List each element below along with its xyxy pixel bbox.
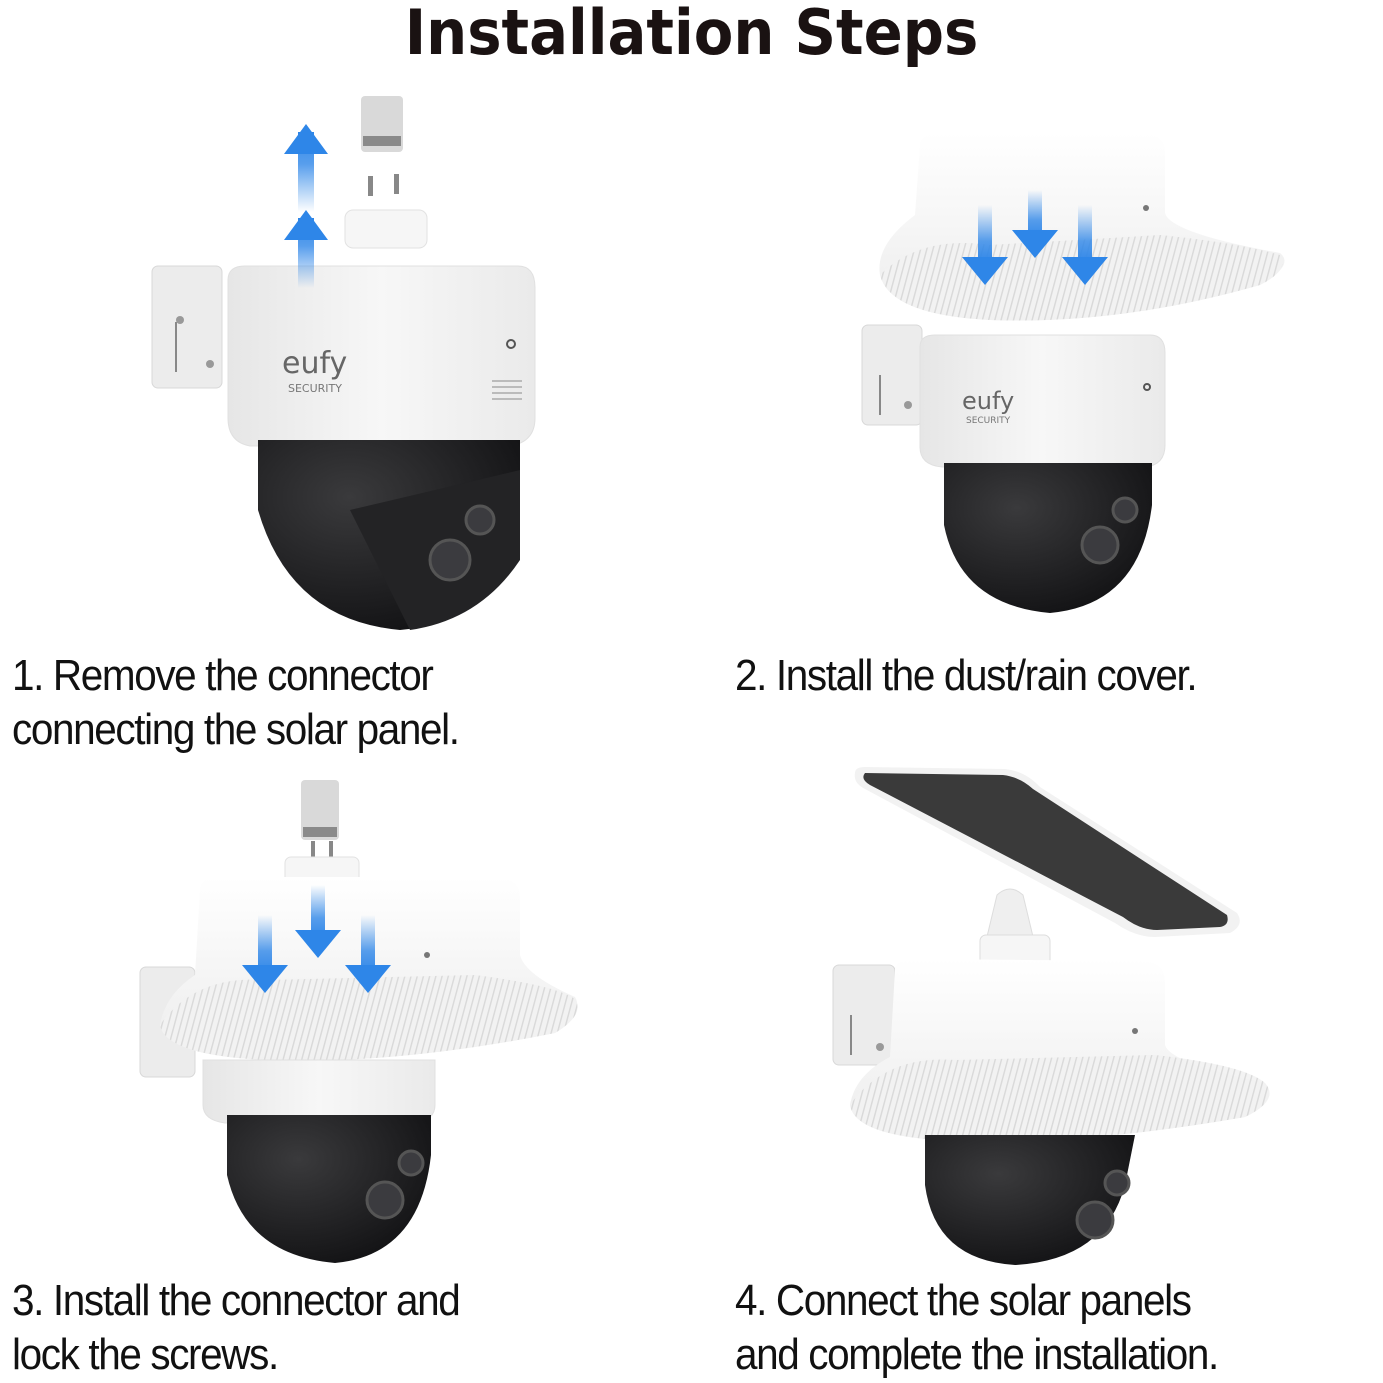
arrow-down-icon [1062,205,1108,285]
camera-illustration-step-4 [832,767,1270,1265]
step-1-line-1: 1. Remove the connector [12,651,434,700]
step-1-line-2: connecting the solar panel. [12,705,460,754]
camera-illustration-step-1: eufy SECURITY [151,96,536,630]
connector-icon [344,96,428,249]
eufy-logo: eufy [282,346,347,381]
step-3-line-1: 3. Install the connector and [12,1276,461,1325]
eufy-logo: eufy [962,387,1014,415]
camera-illustration-step-3 [139,780,578,1263]
arrow-up-icon [284,124,328,212]
step-2-line-1: 2. Install the dust/rain cover. [735,651,1198,700]
arrow-down-icon [1012,190,1058,258]
camera-illustration-step-2: eufy SECURITY [861,133,1285,613]
security-logo-text: SECURITY [288,382,342,395]
step-3-caption: 3. Install the connector and lock the sc… [12,1274,461,1382]
step-3-line-2: lock the screws. [12,1330,279,1379]
arrow-down-icon [295,885,341,958]
page-title: Installation Steps [404,0,979,69]
step-4-line-1: 4. Connect the solar panels [735,1276,1192,1325]
security-logo-text: SECURITY [966,416,1011,426]
arrow-up-icon [284,210,328,288]
solar-panel-icon [854,767,1240,937]
step-4-line-2: and complete the installation. [735,1330,1219,1379]
step-1-caption: 1. Remove the connector connecting the s… [12,649,460,757]
step-4-caption: 4. Connect the solar panels and complete… [735,1274,1219,1382]
arrow-down-icon [242,915,288,993]
step-2-caption: 2. Install the dust/rain cover. [735,649,1198,703]
arrow-down-icon [345,915,391,993]
arrow-down-icon [962,205,1008,285]
